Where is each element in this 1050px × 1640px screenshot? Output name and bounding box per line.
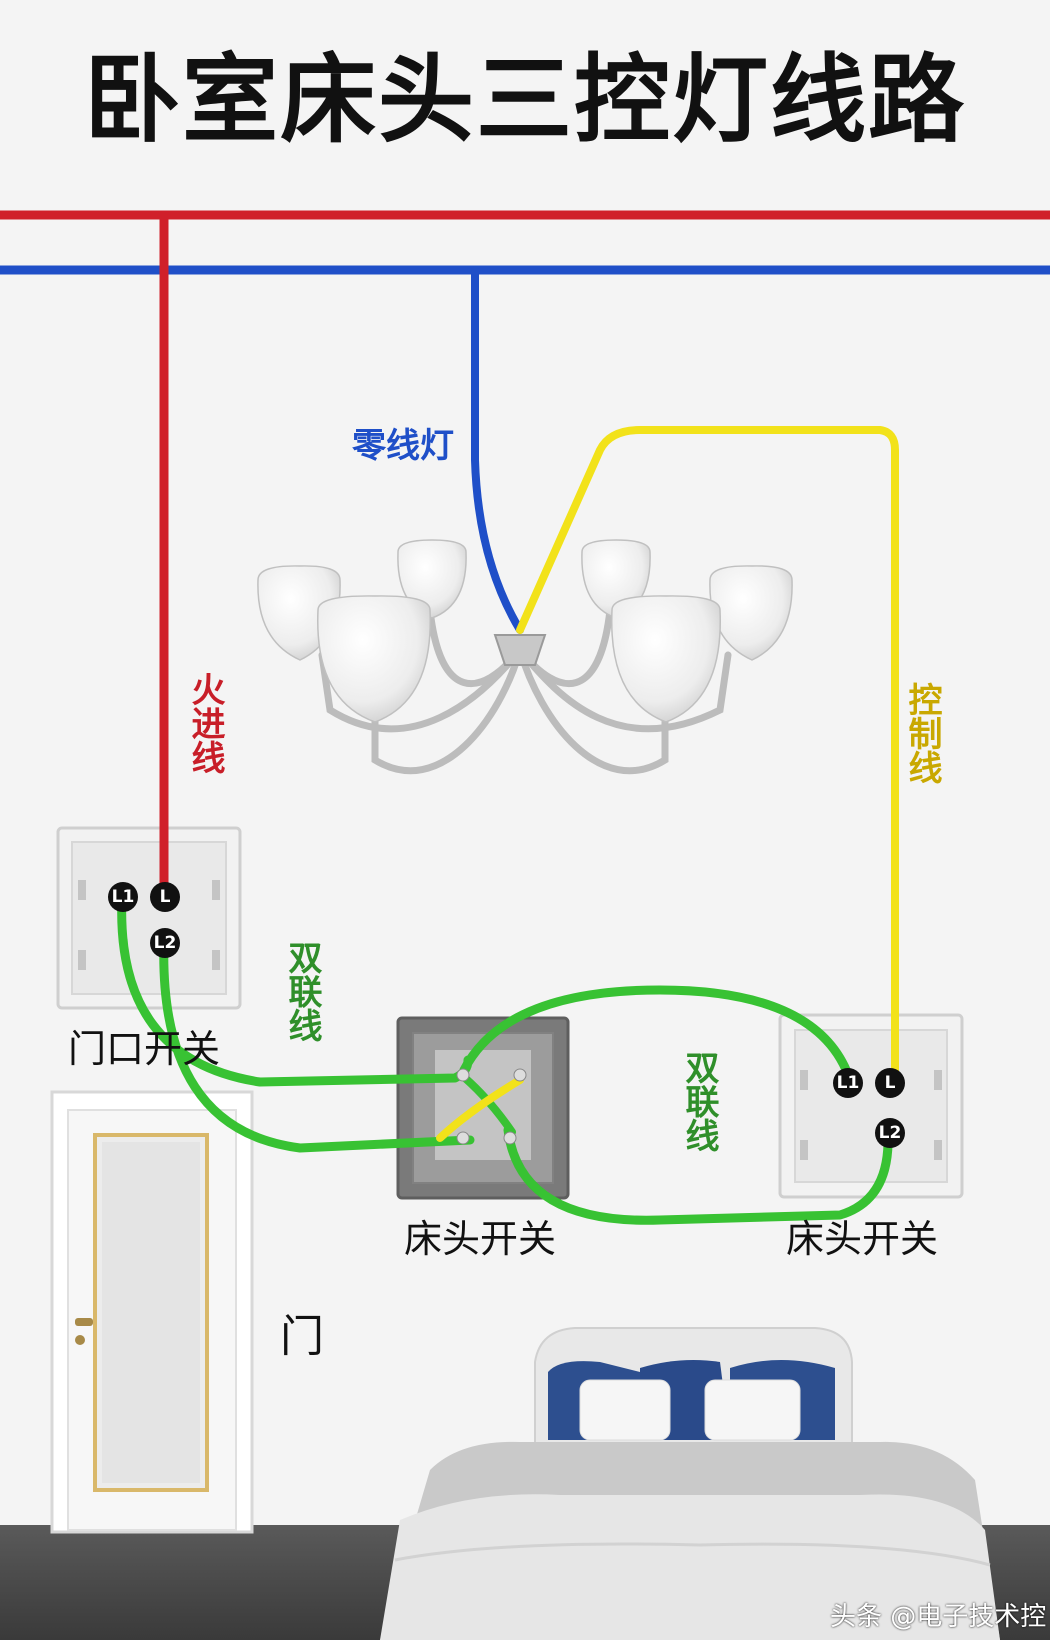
neutral-lamp-label: 零线灯	[352, 426, 454, 466]
right-switch-terminal-l1: L1	[833, 1068, 863, 1098]
door-label: 门	[280, 1311, 324, 1362]
middle-switch-screw-3	[456, 1131, 470, 1145]
bedside-right-switch-plate	[778, 1013, 964, 1199]
door-switch-terminal-l: L	[150, 882, 180, 912]
bed-illustration	[380, 1327, 1000, 1640]
chandelier-hub	[493, 634, 547, 666]
middle-switch-screw-2	[513, 1068, 527, 1082]
door-switch-plate	[56, 826, 242, 1010]
live-in-label: 火进线	[185, 672, 225, 774]
control-wire-label: 控制线	[902, 682, 942, 784]
right-switch-terminal-l: L	[875, 1068, 905, 1098]
door-switch-caption: 门口开关	[68, 1027, 221, 1071]
bedside-middle-switch-caption: 床头开关	[404, 1217, 557, 1261]
door-switch-terminal-l2: L2	[150, 928, 180, 958]
diagram-title: 卧室床头三控灯线路	[84, 44, 966, 156]
right-switch-terminal-l2: L2	[875, 1118, 905, 1148]
door-switch-terminal-l1: L1	[108, 882, 138, 912]
middle-switch-screw-1	[456, 1068, 470, 1082]
twin-wire-3	[459, 985, 855, 1085]
yellow-cross-wire	[436, 1076, 524, 1142]
twin-wire-label-left: 双联线	[282, 940, 322, 1042]
door-illustration	[50, 1090, 254, 1534]
watermark: 头条 @电子技术控	[830, 1602, 1047, 1632]
middle-switch-screw-4	[503, 1131, 517, 1145]
bedside-right-switch-caption: 床头开关	[786, 1217, 939, 1261]
neutral-lamp-wire	[471, 266, 524, 634]
twin-wire-4	[503, 1125, 893, 1225]
twin-wire-label-right: 双联线	[679, 1050, 719, 1152]
lamp-shades	[257, 539, 793, 723]
twin-wire-2	[159, 935, 475, 1153]
control-wire	[516, 426, 899, 1084]
